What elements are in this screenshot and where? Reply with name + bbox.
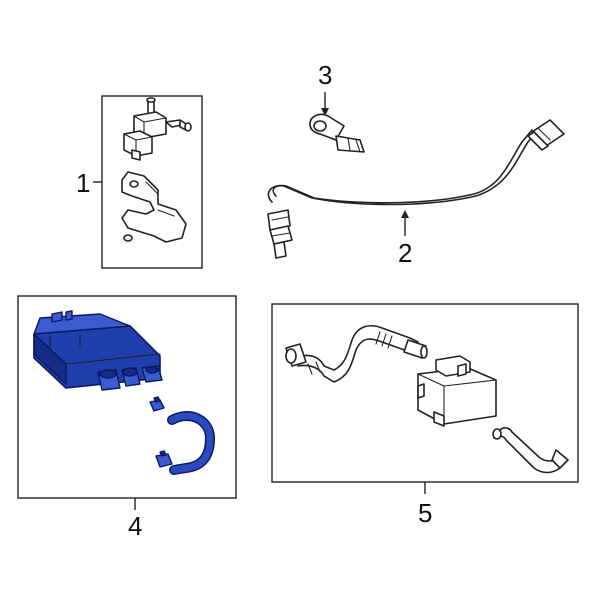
connector-drawing — [309, 113, 365, 153]
callout-5[interactable]: 5 — [418, 498, 432, 528]
part-group-4[interactable] — [17, 295, 237, 510]
callout-3[interactable]: 3 — [318, 60, 332, 90]
elbow-hose-drawing — [492, 427, 569, 474]
part-group-1[interactable] — [93, 95, 203, 269]
purge-valve-drawing — [123, 97, 192, 161]
callout-2[interactable]: 2 — [398, 238, 412, 268]
part-group-2[interactable] — [267, 119, 565, 259]
vapor-valve-drawing — [417, 355, 497, 427]
part-4-box — [17, 295, 237, 499]
part-group-3[interactable] — [309, 92, 365, 153]
valve-bracket-drawing — [121, 171, 187, 243]
oxygen-sensor-drawing — [267, 119, 565, 259]
vapor-hose-drawing — [285, 325, 428, 383]
part-group-5[interactable] — [271, 303, 579, 494]
callout-1[interactable]: 1 — [76, 168, 90, 198]
callout-4[interactable]: 4 — [128, 511, 142, 541]
charcoal-canister-drawing — [33, 310, 216, 475]
